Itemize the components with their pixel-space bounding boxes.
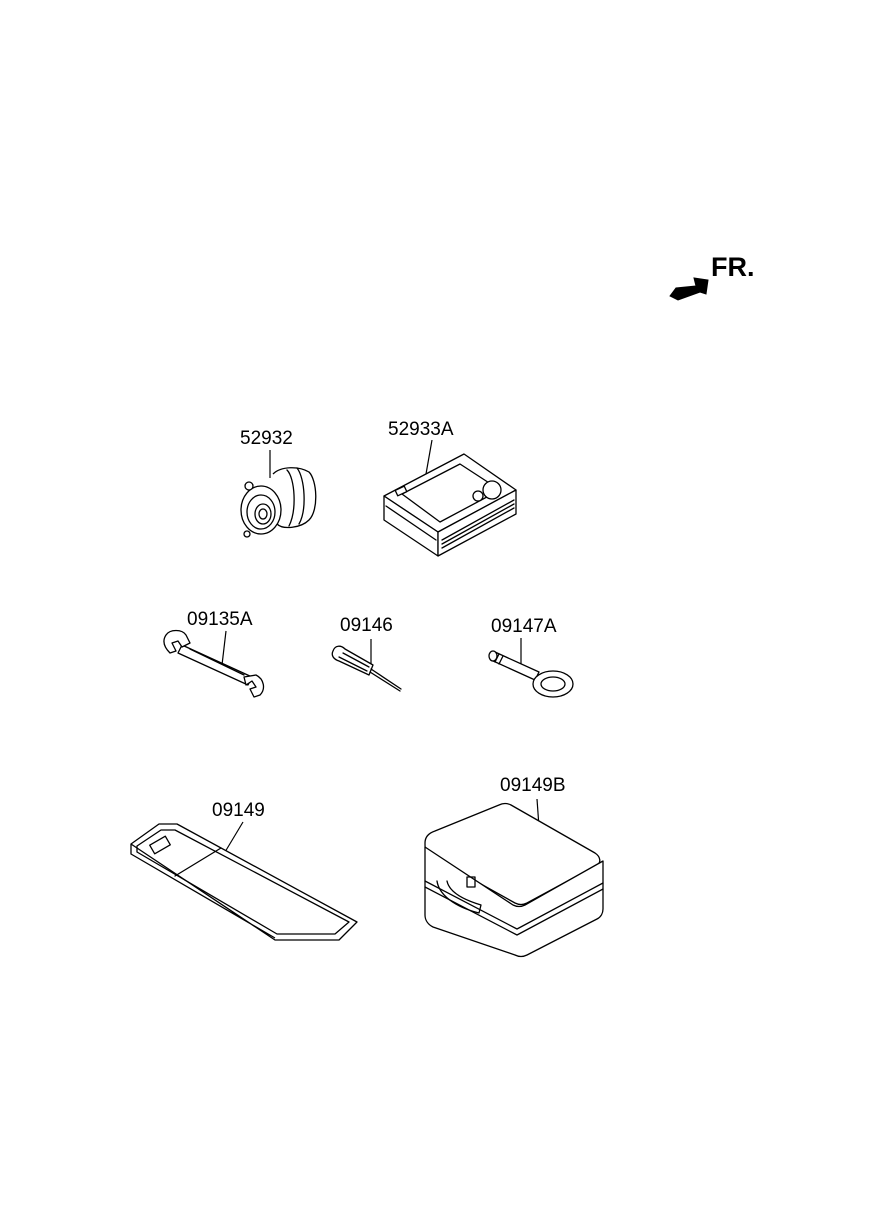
part-09146-screwdriver[interactable] xyxy=(325,635,410,695)
part-09135A-wrench[interactable] xyxy=(160,625,270,700)
part-number-09135A[interactable]: 09135A xyxy=(187,609,253,630)
front-direction-arrow-icon xyxy=(666,272,714,302)
part-number-09149B[interactable]: 09149B xyxy=(500,775,566,796)
part-number-52932[interactable]: 52932 xyxy=(240,428,293,449)
part-number-09146[interactable]: 09146 xyxy=(340,615,393,636)
front-direction-label: FR. xyxy=(711,252,755,282)
part-number-09147A[interactable]: 09147A xyxy=(491,616,557,637)
part-09147A-towing-hook[interactable] xyxy=(485,638,580,703)
part-number-52933A[interactable]: 52933A xyxy=(388,419,454,440)
part-number-09149[interactable]: 09149 xyxy=(212,800,265,821)
part-09149-tool-bag[interactable] xyxy=(125,818,360,948)
part-52932-fitting[interactable] xyxy=(225,450,325,545)
part-52933A-compressor[interactable] xyxy=(380,440,520,562)
part-09149B-tool-case[interactable] xyxy=(415,795,610,960)
